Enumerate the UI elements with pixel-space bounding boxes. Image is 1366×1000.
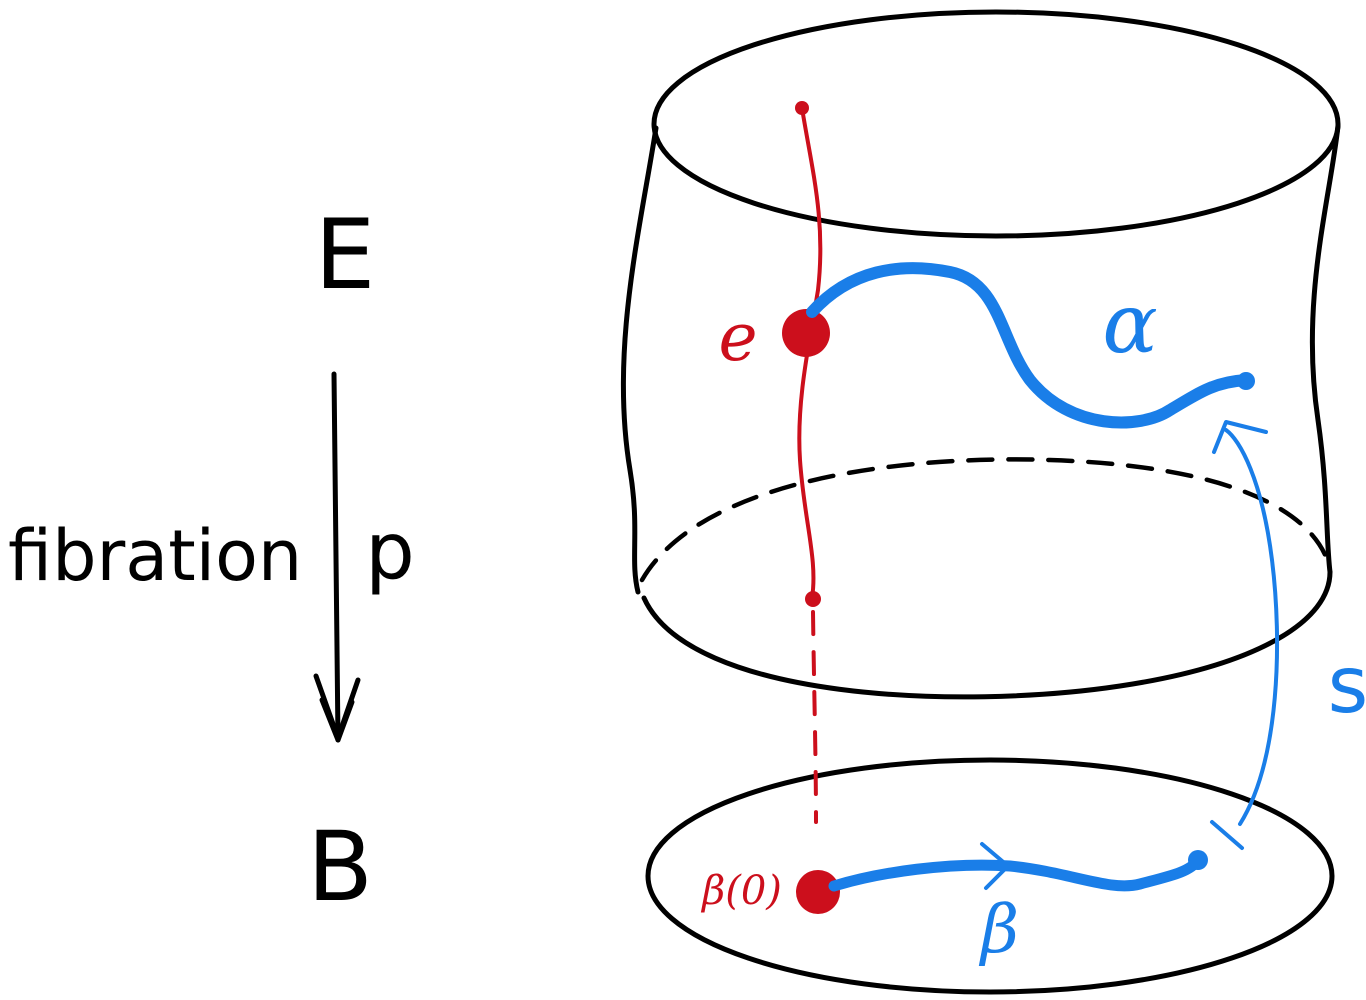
label-section-s: s [1328, 641, 1366, 731]
section-arrow-tail-bar [1210, 820, 1244, 850]
base-ellipse [645, 757, 1335, 995]
arrow-head-inner [319, 697, 355, 743]
label-total-space-e: E [315, 199, 376, 311]
label-base-space-b: B [307, 811, 373, 923]
label-point-e: e [718, 299, 757, 376]
path-alpha [806, 262, 1252, 429]
cylinder-top-ellipse [651, 9, 1341, 239]
fibration-arrow [313, 371, 361, 743]
label-point-beta0: β(0) [700, 868, 782, 914]
cylinder-bottom-front [641, 569, 1333, 700]
section-arrow-line [1224, 428, 1280, 826]
label-map-p: p [365, 507, 415, 597]
fiber-line [797, 106, 823, 600]
label-path-alpha: α [1102, 277, 1157, 372]
cylinder-total-space [620, 9, 1341, 700]
arrow-shaft [331, 371, 341, 743]
section-arrow [1210, 420, 1280, 850]
point-e [782, 309, 830, 357]
cylinder-left-side [620, 125, 659, 595]
fiber-projection-dashed [811, 610, 818, 824]
path-beta-direction-arrow [980, 842, 1010, 890]
fiber-bottom-endpoint [805, 591, 821, 607]
cylinder-bottom-back-dashed [639, 457, 1331, 583]
path-alpha-endpoint [1237, 372, 1255, 390]
cylinder-right-side [1309, 123, 1341, 575]
point-beta0 [796, 870, 840, 914]
label-fibration: fibration [8, 515, 302, 597]
fiber-top-endpoint [795, 101, 809, 115]
fiber-over-beta0 [795, 101, 823, 824]
path-beta [828, 854, 1204, 892]
label-path-beta: β [978, 891, 1019, 968]
section-arrow-head [1212, 420, 1268, 454]
path-beta-endpoint [1188, 850, 1208, 870]
